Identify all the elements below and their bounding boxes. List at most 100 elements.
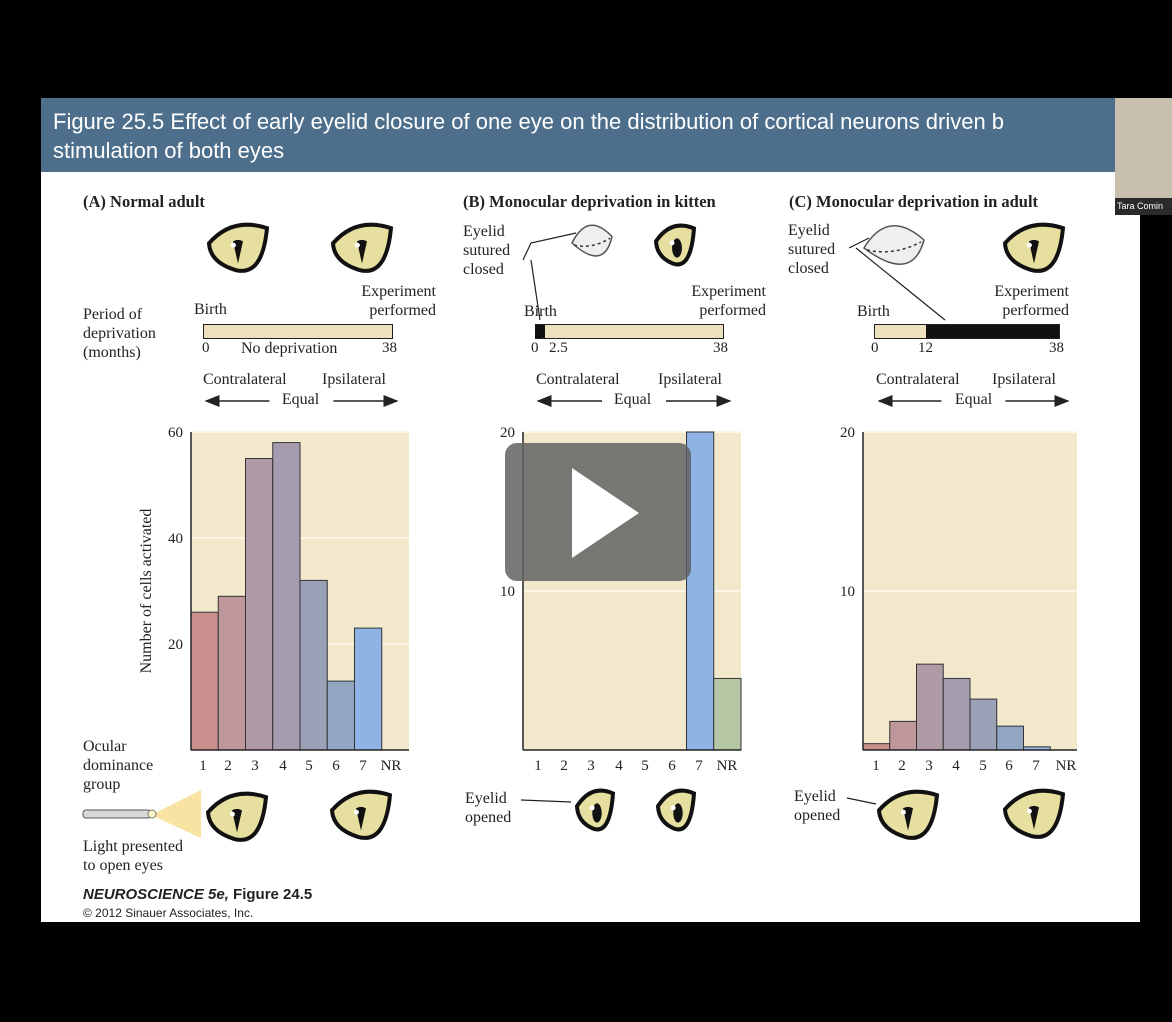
credit-figure: Figure 24.5 (228, 886, 313, 903)
panel-b-sutured-eye-icon-suture (573, 237, 611, 247)
chart-2-bar-2 (889, 720, 917, 751)
panel-b-title: (B) Monocular deprivation in kitten (463, 192, 716, 211)
panel-a-contralateral: Contralateral (203, 371, 287, 388)
chart-0-xtick-2: 2 (224, 758, 232, 774)
panel-c-sutured-label: Eyelid sutured closed (788, 222, 836, 277)
panel-b-birth-pointer (530, 259, 541, 321)
chart-1-bar-7 (686, 431, 715, 751)
chart-1-bar-NR (713, 677, 742, 751)
chart-2-xtick-7: 7 (1032, 758, 1040, 774)
panel-c-bottom-right-eye-icon-highlight (1026, 808, 1032, 814)
play-button[interactable] (505, 443, 691, 581)
panel-b-bottom-right-eye-icon-pupil (673, 803, 683, 823)
panel-b-timeline-end: 38 (713, 340, 728, 356)
panel-a-timeline-start: 0 (202, 340, 210, 356)
panel-a-bottom-left-eye-icon (205, 791, 269, 842)
light-bulb (147, 809, 157, 819)
panel-b-sutured-pointer (522, 232, 577, 261)
panel-c-experiment-label: Experiment performed (994, 283, 1069, 319)
light-pen (82, 809, 152, 819)
play-icon (572, 468, 639, 558)
chart-0-bar-7 (354, 627, 383, 751)
panel-b-opened-pointer (520, 799, 572, 803)
chart-2-bar-5 (969, 698, 998, 751)
panel-c-birth-label: Birth (857, 303, 890, 320)
chart-1-xtick-1: 1 (534, 758, 542, 774)
panel-c-sutured-eye-icon-lid (863, 225, 925, 265)
chart-0-xtick-NR: NR (381, 758, 402, 774)
panel-b-equal-label: Equal (613, 391, 652, 408)
panel-b-bottom-right-eye-icon-highlight (670, 805, 676, 811)
panel-c-deprivation-pointer (855, 247, 946, 321)
panel-c-equal-label: Equal (954, 391, 993, 408)
ocular-dominance-label: Ocular dominance group (83, 738, 154, 793)
panel-b-bottom-left-eye-icon-highlight (589, 805, 595, 811)
chart-2-xtick-1: 1 (872, 758, 880, 774)
light-source-icon (82, 790, 201, 838)
chart-2-xtick-5: 5 (979, 758, 987, 774)
chart-0-ytick-20: 20 (168, 637, 183, 653)
chart-2-xtick-4: 4 (952, 758, 960, 774)
panel-a-right-eye-icon-highlight (354, 242, 360, 248)
panel-a-title: (A) Normal adult (83, 192, 205, 211)
panel-a-left-eye-icon-highlight (230, 242, 236, 248)
chart-1-xtick-7: 7 (695, 758, 703, 774)
chart-1-ytick-10: 10 (500, 584, 515, 600)
panel-a-timeline-bar (203, 324, 393, 339)
panel-c-bottom-right-eye-icon (1002, 788, 1066, 839)
panel-c-title: (C) Monocular deprivation in adult (789, 192, 1039, 211)
chart-0-bar-3 (245, 458, 274, 751)
panel-b-birth-label: Birth (524, 303, 557, 320)
chart-0-bar-6 (326, 680, 355, 751)
chart-2-xtick-6: 6 (1005, 758, 1013, 774)
panel-b-right-eye-icon-pupil (672, 238, 682, 258)
panel-c-bottom-left-eye-icon (876, 789, 940, 840)
panel-c-right-eye-icon (1002, 222, 1066, 273)
chart-0-xtick-7: 7 (359, 758, 367, 774)
period-label: Period of deprivation (months) (83, 306, 156, 361)
chart-0-xtick-6: 6 (332, 758, 340, 774)
panel-a-ipsilateral: Ipsilateral (322, 371, 386, 388)
chart-0-ytick-40: 40 (168, 531, 183, 547)
panel-b-ipsilateral: Ipsilateral (658, 371, 722, 388)
chart-1-xtick-3: 3 (587, 758, 595, 774)
panel-c-sutured-eye-icon-suture (866, 241, 922, 253)
panel-b-timeline-start: 0 (531, 340, 539, 356)
panel-a-birth-label: Birth (194, 301, 227, 318)
panel-b-right-eye-icon (653, 223, 697, 267)
credit-copyright: © 2012 Sinauer Associates, Inc. (83, 906, 254, 920)
chart-0-bar-2 (217, 595, 246, 751)
chart-0-bar-5 (299, 579, 328, 751)
panel-c-timeline-end: 38 (1049, 340, 1064, 356)
chart-2-bar-3 (916, 663, 944, 751)
chart-2-ytick-20: 20 (840, 425, 855, 441)
chart-0-xtick-3: 3 (251, 758, 259, 774)
chart-2-bar-4 (942, 677, 971, 751)
light-presented-label: Light presented to open eyes (83, 838, 183, 874)
panel-a-timeline-end: 38 (382, 340, 397, 356)
panel-a-bottom-right-eye-icon-highlight (353, 809, 359, 815)
panel-c-right-eye-icon-highlight (1026, 242, 1032, 248)
panel-b-contralateral: Contralateral (536, 371, 620, 388)
panel-b-bottom-left-eye-icon-pupil (592, 803, 602, 823)
chart-0-xtick-4: 4 (279, 758, 287, 774)
chart-2-bar-1 (862, 743, 891, 751)
chart-2-bar-6 (996, 725, 1024, 751)
chart-1-ytick-20: 20 (500, 425, 515, 441)
slide-title: Figure 25.5 Effect of early eyelid closu… (53, 109, 1005, 163)
slide-header: Figure 25.5 Effect of early eyelid closu… (41, 98, 1140, 172)
panel-a-right-eye-icon (330, 222, 394, 273)
chart-0-bar-4 (272, 442, 301, 751)
panel-c-sutured-eye-icon (863, 225, 925, 265)
panel-c-deprivation-segment (926, 325, 1059, 338)
chart-1-xtick-4: 4 (615, 758, 623, 774)
panel-b-bottom-left-eye-icon (574, 788, 616, 832)
chart-1-xtick-6: 6 (668, 758, 676, 774)
panel-c-sutured-pointer (848, 237, 870, 249)
panel-b-experiment-label: Experiment performed (691, 283, 766, 319)
chart-2-xtick-NR: NR (1056, 758, 1077, 774)
panel-b-bottom-right-eye-icon (655, 788, 697, 832)
panel-b-deprivation-segment (535, 325, 545, 338)
panel-b-opened-label: Eyelid opened (465, 790, 512, 826)
